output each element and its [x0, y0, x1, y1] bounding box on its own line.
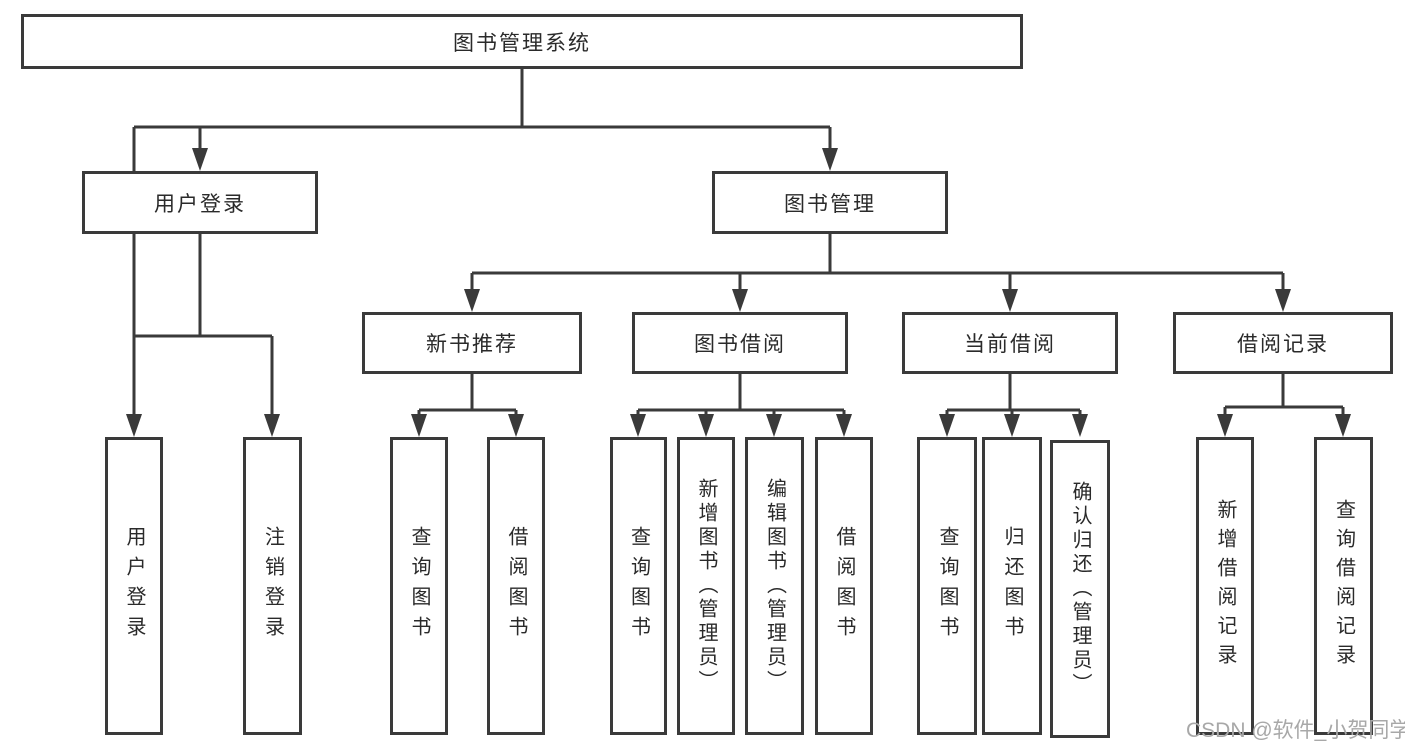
node-book-management-label: 图书管理 — [784, 192, 876, 216]
leaf-cb-query-books-label: 查询图书 — [936, 526, 958, 646]
leaf-nb-query-books-label: 查询图书 — [408, 526, 430, 646]
node-user-login-label: 用户登录 — [154, 192, 246, 216]
node-new-book-recommend: 新书推荐 — [362, 312, 582, 374]
node-borrowing-records-label: 借阅记录 — [1237, 333, 1329, 356]
node-current-borrowing: 当前借阅 — [902, 312, 1118, 374]
leaf-nb-borrow-books: 借阅图书 — [487, 437, 545, 735]
node-book-management: 图书管理 — [712, 171, 948, 234]
leaf-bb-query-books: 查询图书 — [610, 437, 667, 735]
leaf-cb-confirm-return-admin-label: 确认归还（管理员） — [1069, 481, 1091, 697]
leaf-nb-borrow-books-label: 借阅图书 — [505, 526, 527, 646]
leaf-bb-edit-books-admin-label: 编辑图书（管理员） — [763, 478, 786, 694]
leaf-cb-return-books-label: 归还图书 — [1001, 526, 1023, 646]
leaf-bb-borrow-books-label: 借阅图书 — [833, 526, 855, 646]
leaf-cb-confirm-return-admin: 确认归还（管理员） — [1050, 440, 1110, 738]
leaf-user-login-label: 用户登录 — [123, 526, 145, 646]
node-current-borrowing-label: 当前借阅 — [964, 333, 1056, 356]
node-book-borrowing-label: 图书借阅 — [694, 333, 786, 356]
leaf-br-add-record: 新增借阅记录 — [1196, 437, 1254, 735]
arrowheads — [126, 148, 1351, 437]
leaf-br-add-record-label: 新增借阅记录 — [1214, 499, 1236, 673]
leaf-user-login: 用户登录 — [105, 437, 163, 735]
leaf-br-query-record-label: 查询借阅记录 — [1332, 499, 1355, 673]
node-root-label: 图书管理系统 — [453, 31, 591, 55]
leaf-nb-query-books: 查询图书 — [390, 437, 448, 735]
leaf-cb-query-books: 查询图书 — [917, 437, 977, 735]
node-root: 图书管理系统 — [21, 14, 1023, 69]
leaf-bb-query-books-label: 查询图书 — [627, 526, 650, 646]
node-new-book-recommend-label: 新书推荐 — [426, 333, 518, 356]
node-user-login: 用户登录 — [82, 171, 318, 234]
node-borrowing-records: 借阅记录 — [1173, 312, 1393, 374]
leaf-bb-add-books-admin-label: 新增图书（管理员） — [695, 478, 717, 694]
leaf-bb-edit-books-admin: 编辑图书（管理员） — [745, 437, 804, 735]
leaf-logout: 注销登录 — [243, 437, 302, 735]
leaf-bb-borrow-books: 借阅图书 — [815, 437, 873, 735]
leaf-br-query-record: 查询借阅记录 — [1314, 437, 1373, 735]
node-book-borrowing: 图书借阅 — [632, 312, 848, 374]
leaf-logout-label: 注销登录 — [261, 526, 284, 646]
leaf-bb-add-books-admin: 新增图书（管理员） — [677, 437, 735, 735]
leaf-cb-return-books: 归还图书 — [982, 437, 1042, 735]
